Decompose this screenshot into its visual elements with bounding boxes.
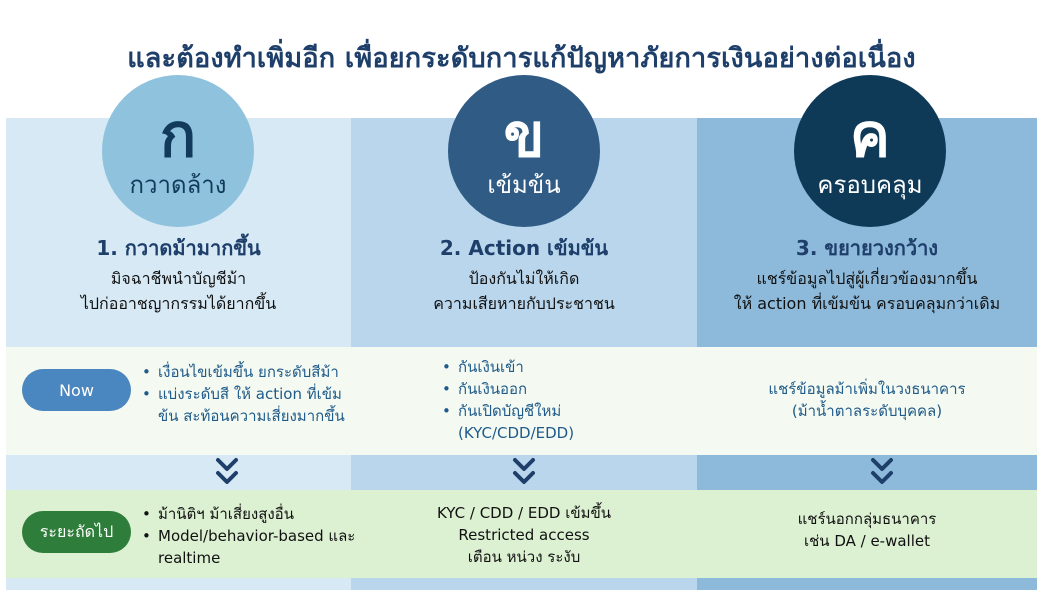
desc-line: ป้องกันไม่ให้เกิด xyxy=(468,269,580,288)
double-chevron-down-icon xyxy=(512,457,536,487)
circle-word: ครอบคลุม xyxy=(817,171,923,199)
desc-line: แชร์ข้อมูลไปสู่ผู้เกี่ยวข้องมากขึ้น xyxy=(756,269,978,288)
text-line: Restricted access xyxy=(458,526,590,544)
column-1-heading: 1. กวาดม้ามากขึ้น xyxy=(96,236,261,260)
now-col1-list: เงื่อนไขเข้มขึ้น ยกระดับสีม้า แบ่งระดับส… xyxy=(140,361,360,427)
text-line: KYC / CDD / EDD เข้มขึ้น xyxy=(437,504,611,522)
column-2-heading: 2. Action เข้มข้น xyxy=(439,236,609,260)
column-3-description: แชร์ข้อมูลไปสู่ผู้เกี่ยวข้องมากขึ้น ให้ … xyxy=(697,266,1037,316)
page-title: และต้องทำเพิ่มอีก เพื่อยกระดับการแก้ปัญห… xyxy=(127,43,916,74)
double-chevron-down-icon xyxy=(215,457,239,487)
double-chevron-down-icon xyxy=(870,457,894,487)
column-2-description: ป้องกันไม่ให้เกิด ความเสียหายกับประชาชน xyxy=(351,266,697,316)
next-col1-list: ม้านิติฯ ม้าเสี่ยงสูงอื่น Model/behavior… xyxy=(140,503,360,569)
list-item: แบ่งระดับสี ให้ action ที่เข้มข้น สะท้อน… xyxy=(140,383,360,427)
list-item: กันเงินเข้า xyxy=(440,356,660,378)
text-line: (ม้าน้ำตาลระดับบุคคล) xyxy=(791,402,943,420)
next-col2-text: KYC / CDD / EDD เข้มขึ้น Restricted acce… xyxy=(351,502,697,568)
circle-letter: ค xyxy=(849,101,891,171)
desc-line: ไปก่ออาชญากรรมได้ยากขึ้น xyxy=(80,294,277,313)
circle-intensify: ข เข้มข้น xyxy=(448,75,600,227)
list-item: กันเปิดบัญชีใหม่ (KYC/CDD/EDD) xyxy=(440,400,660,444)
text-line: เช่น DA / e-wallet xyxy=(803,532,930,550)
list-item: ม้านิติฯ ม้าเสี่ยงสูงอื่น xyxy=(140,503,360,525)
next-col3-text: แชร์นอกกลุ่มธนาคาร เช่น DA / e-wallet xyxy=(697,508,1037,552)
column-3-heading: 3. ขยายวงกว้าง xyxy=(795,236,939,260)
circle-cover: ค ครอบคลุม xyxy=(794,75,946,227)
desc-line: ให้ action ที่เข้มข้น ครอบคลุมกว่าเดิม xyxy=(733,294,1001,313)
text-line: แชร์ข้อมูลม้าเพิ่มในวงธนาคาร xyxy=(768,380,966,398)
list-item: เงื่อนไขเข้มขึ้น ยกระดับสีม้า xyxy=(140,361,360,383)
now-col3-text: แชร์ข้อมูลม้าเพิ่มในวงธนาคาร (ม้าน้ำตาลร… xyxy=(697,378,1037,422)
now-col2-list: กันเงินเข้า กันเงินออก กันเปิดบัญชีใหม่ … xyxy=(440,356,660,444)
circle-word: กวาดล้าง xyxy=(129,171,227,199)
text-line: แชร์นอกกลุ่มธนาคาร xyxy=(797,510,937,528)
text-line: เตือน หน่วง ระงับ xyxy=(467,548,581,566)
circle-word: เข้มข้น xyxy=(487,171,561,199)
column-1-description: มิจฉาชีพนำบัญชีม้า ไปก่ออาชญากรรมได้ยากข… xyxy=(6,266,351,316)
circle-letter: ก xyxy=(159,101,197,171)
circle-sweep: ก กวาดล้าง xyxy=(102,75,254,227)
list-item: กันเงินออก xyxy=(440,378,660,400)
list-item: Model/behavior-based และ realtime xyxy=(140,525,360,569)
circle-letter: ข xyxy=(503,101,545,171)
now-label-pill: Now xyxy=(22,369,131,411)
next-phase-label-pill: ระยะถัดไป xyxy=(22,511,131,553)
desc-line: มิจฉาชีพนำบัญชีม้า xyxy=(110,269,247,288)
desc-line: ความเสียหายกับประชาชน xyxy=(433,294,615,313)
